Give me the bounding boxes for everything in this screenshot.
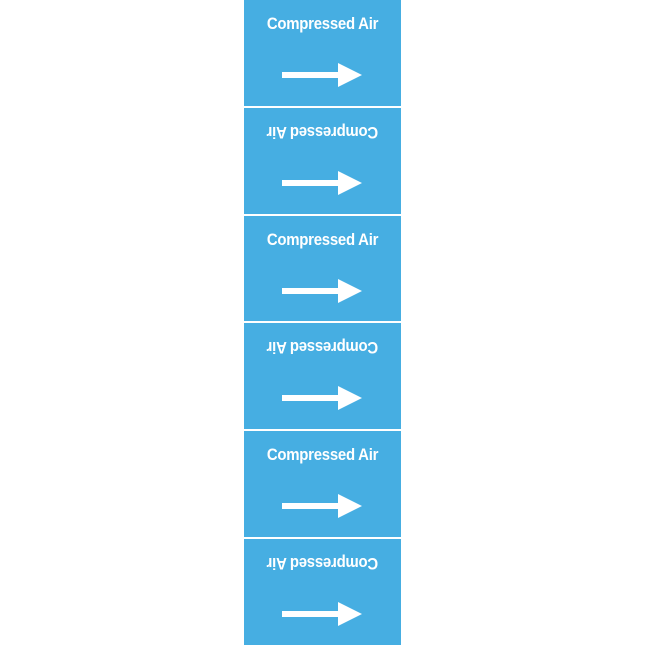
right-arrow-icon	[282, 494, 362, 519]
pipe-marker-panel: Compressed Air	[244, 323, 401, 432]
right-arrow-icon	[282, 278, 362, 303]
pipe-marker-text: Compressed Air	[266, 122, 379, 142]
pipe-marker-text: Compressed Air	[266, 229, 379, 249]
pipe-marker-text: Compressed Air	[266, 445, 379, 465]
pipe-marker-strip: Compressed Air Compressed Air Compressed…	[244, 0, 401, 645]
pipe-marker-text: Compressed Air	[266, 338, 379, 358]
pipe-marker-panel: Compressed Air	[244, 107, 401, 216]
pipe-marker-panel: Compressed Air	[244, 539, 401, 645]
pipe-marker-panel: Compressed Air	[244, 431, 401, 540]
right-arrow-icon	[282, 63, 362, 87]
pipe-marker-text: Compressed Air	[266, 14, 379, 33]
pipe-marker-panel: Compressed Air	[244, 0, 401, 108]
pipe-marker-panel: Compressed Air	[244, 215, 401, 324]
pipe-marker-text: Compressed Air	[266, 554, 379, 574]
right-arrow-icon	[282, 170, 362, 195]
right-arrow-icon	[282, 386, 362, 411]
right-arrow-icon	[282, 602, 362, 627]
